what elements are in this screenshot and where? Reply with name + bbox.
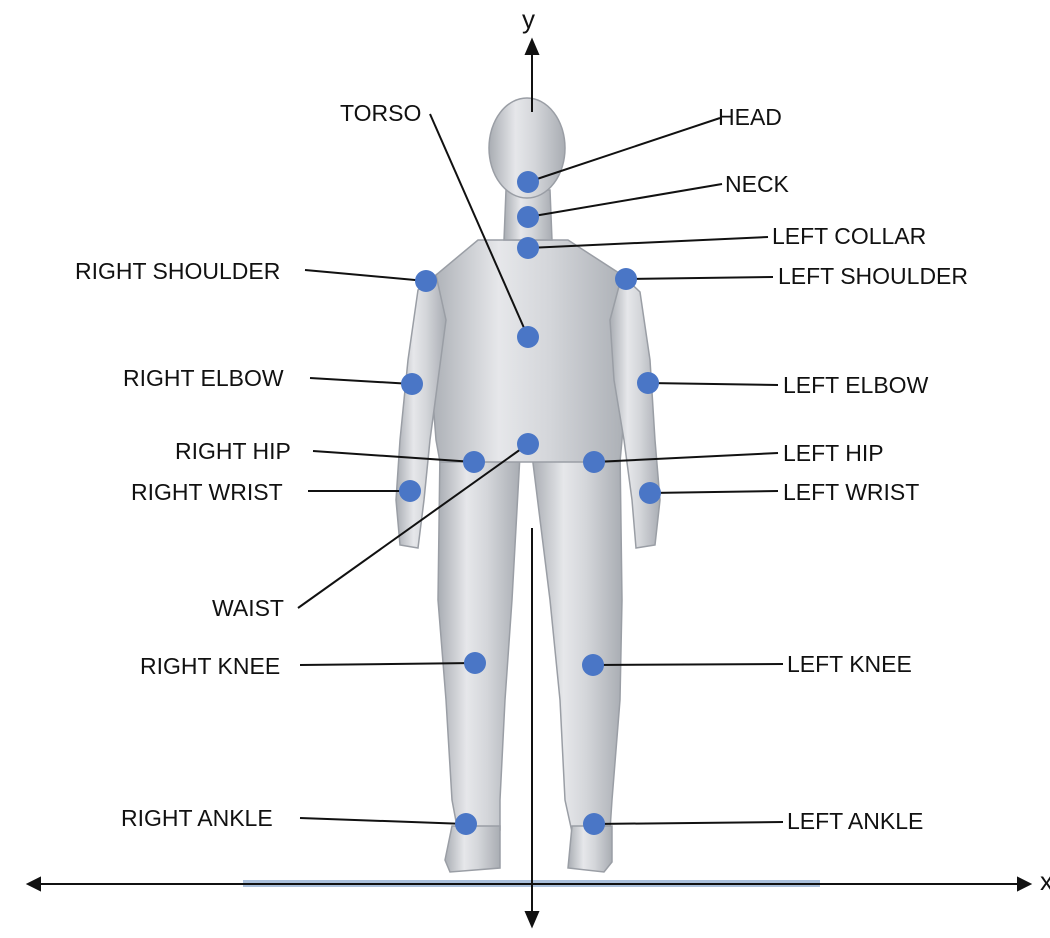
left-hip-label: LEFT HIP <box>783 442 884 465</box>
left-elbow-label: LEFT ELBOW <box>783 374 928 397</box>
left-shoulder-label: LEFT SHOULDER <box>778 265 968 288</box>
right-wrist-label: RIGHT WRIST <box>131 481 283 504</box>
y-axis-arrow-up <box>526 40 538 54</box>
head-label: HEAD <box>718 106 782 129</box>
right-wrist-joint-marker <box>399 480 421 502</box>
left-ankle-joint-marker <box>583 813 605 835</box>
left-wrist-joint-marker <box>639 482 661 504</box>
right-ankle-leader-line <box>300 818 466 824</box>
neck-label: NECK <box>725 173 789 196</box>
left-elbow-leader-line <box>648 383 778 385</box>
right-hip-label: RIGHT HIP <box>175 440 291 463</box>
left-shoulder-joint-marker <box>615 268 637 290</box>
right-shoulder-leader-line <box>305 270 426 281</box>
torso-label: TORSO <box>340 102 421 125</box>
waist-label: WAIST <box>212 597 284 620</box>
x-axis-arrow-right <box>1018 878 1030 890</box>
head-joint-marker <box>517 171 539 193</box>
y-axis-arrow-down <box>526 912 538 926</box>
waist-joint-marker <box>517 433 539 455</box>
left-knee-leader-line <box>593 664 783 665</box>
right-elbow-label: RIGHT ELBOW <box>123 367 284 390</box>
right-elbow-leader-line <box>310 378 412 384</box>
right-ankle-joint-marker <box>455 813 477 835</box>
left-ankle-label: LEFT ANKLE <box>787 810 923 833</box>
neck-leader-line <box>528 184 722 217</box>
right-ankle-label: RIGHT ANKLE <box>121 807 273 830</box>
left-collar-label: LEFT COLLAR <box>772 225 926 248</box>
left-knee-label: LEFT KNEE <box>787 653 912 676</box>
left-hip-leader-line <box>594 453 778 462</box>
right-knee-label: RIGHT KNEE <box>140 655 280 678</box>
left-wrist-label: LEFT WRIST <box>783 481 919 504</box>
right-shoulder-joint-marker <box>415 270 437 292</box>
left-ankle-leader-line <box>594 822 783 824</box>
x-axis-arrow-left <box>28 878 40 890</box>
right-elbow-joint-marker <box>401 373 423 395</box>
left-hip-joint-marker <box>583 451 605 473</box>
left-wrist-leader-line <box>650 491 778 493</box>
left-knee-joint-marker <box>582 654 604 676</box>
left-shoulder-leader-line <box>626 277 773 279</box>
right-shoulder-label: RIGHT SHOULDER <box>75 260 280 283</box>
right-knee-joint-marker <box>464 652 486 674</box>
y-axis-label: y <box>522 6 535 32</box>
right-hip-joint-marker <box>463 451 485 473</box>
neck-joint-marker <box>517 206 539 228</box>
torso-joint-marker <box>517 326 539 348</box>
x-axis-label: x <box>1040 868 1050 894</box>
left-collar-joint-marker <box>517 237 539 259</box>
left-elbow-joint-marker <box>637 372 659 394</box>
